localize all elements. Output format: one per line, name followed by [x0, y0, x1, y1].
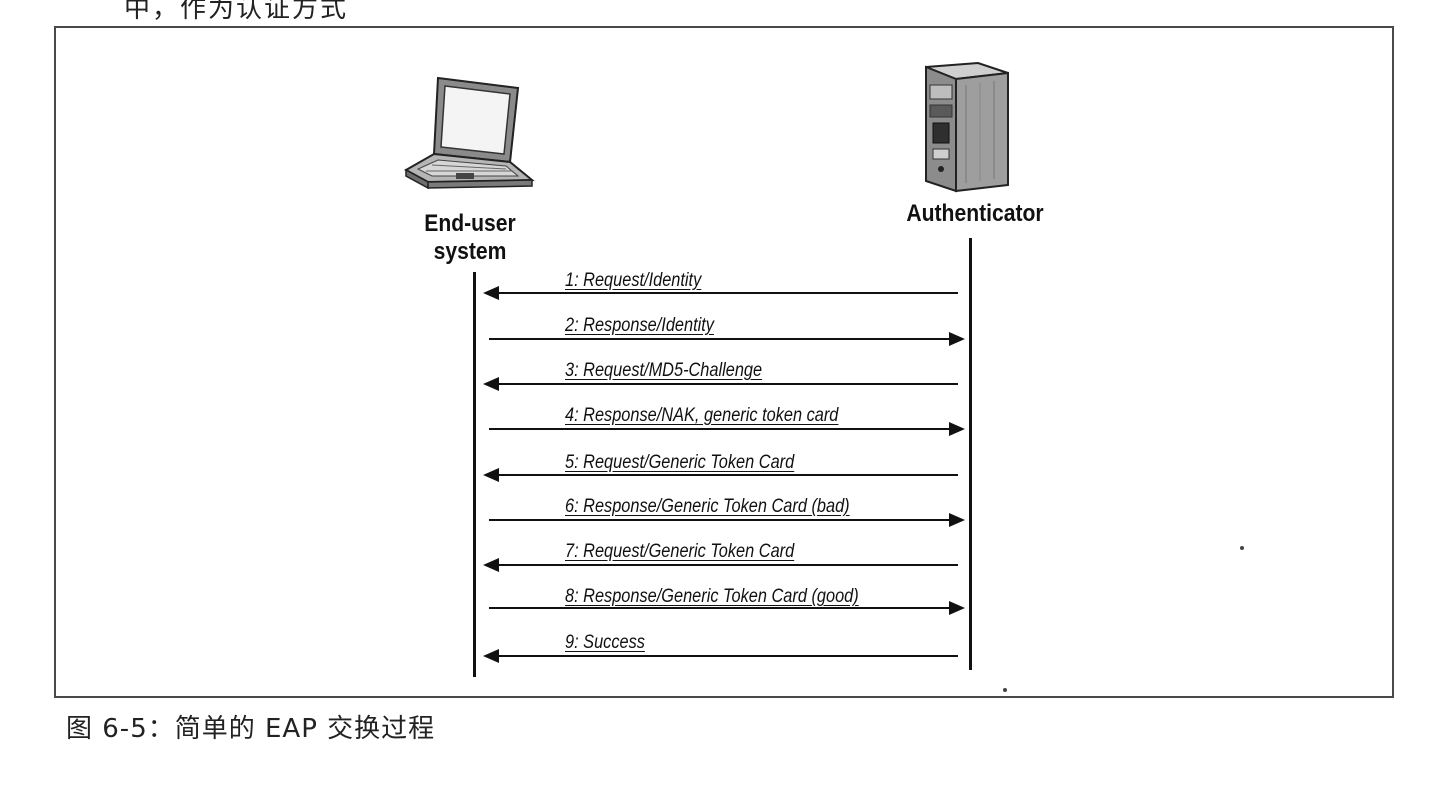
page-top-text-fragment: 中，作为认证方式	[124, 0, 349, 24]
message-6-label: 6: Response/Generic Token Card (bad)	[565, 496, 850, 517]
server-icon	[912, 55, 1022, 195]
message-4-label: 4: Response/NAK, generic token card	[565, 405, 839, 426]
end-user-lifeline	[473, 272, 476, 677]
message-7-label: 7: Request/Generic Token Card	[565, 541, 795, 562]
message-2-label: 2: Response/Identity	[565, 315, 714, 336]
message-9-label: 9: Success	[565, 632, 645, 653]
message-9-arrow	[483, 649, 958, 663]
message-1-arrow	[483, 286, 958, 300]
message-3-arrow	[483, 377, 958, 391]
message-7-arrow	[483, 558, 958, 572]
scan-speck	[1003, 688, 1007, 692]
message-5-arrow	[483, 468, 958, 482]
message-8-label: 8: Response/Generic Token Card (good)	[565, 586, 859, 607]
end-user-system-label: End-user system	[404, 210, 536, 266]
message-6-arrow	[489, 513, 965, 527]
message-3-label: 3: Request/MD5-Challenge	[565, 360, 763, 381]
end-user-label-line-1: End-user	[424, 210, 516, 237]
message-2-arrow	[489, 332, 965, 346]
message-5-label: 5: Request/Generic Token Card	[565, 452, 795, 473]
figure-caption: 图 6-5：简单的 EAP 交换过程	[66, 714, 436, 744]
scan-speck	[1240, 546, 1244, 550]
message-4-arrow	[489, 422, 965, 436]
end-user-label-line-2: system	[433, 238, 507, 265]
figure-frame	[54, 26, 1394, 698]
authenticator-label: Authenticator	[906, 200, 1044, 227]
message-8-arrow	[489, 601, 965, 615]
laptop-icon	[398, 70, 538, 200]
authenticator-lifeline	[969, 238, 972, 670]
message-1-label: 1: Request/Identity	[565, 270, 702, 291]
